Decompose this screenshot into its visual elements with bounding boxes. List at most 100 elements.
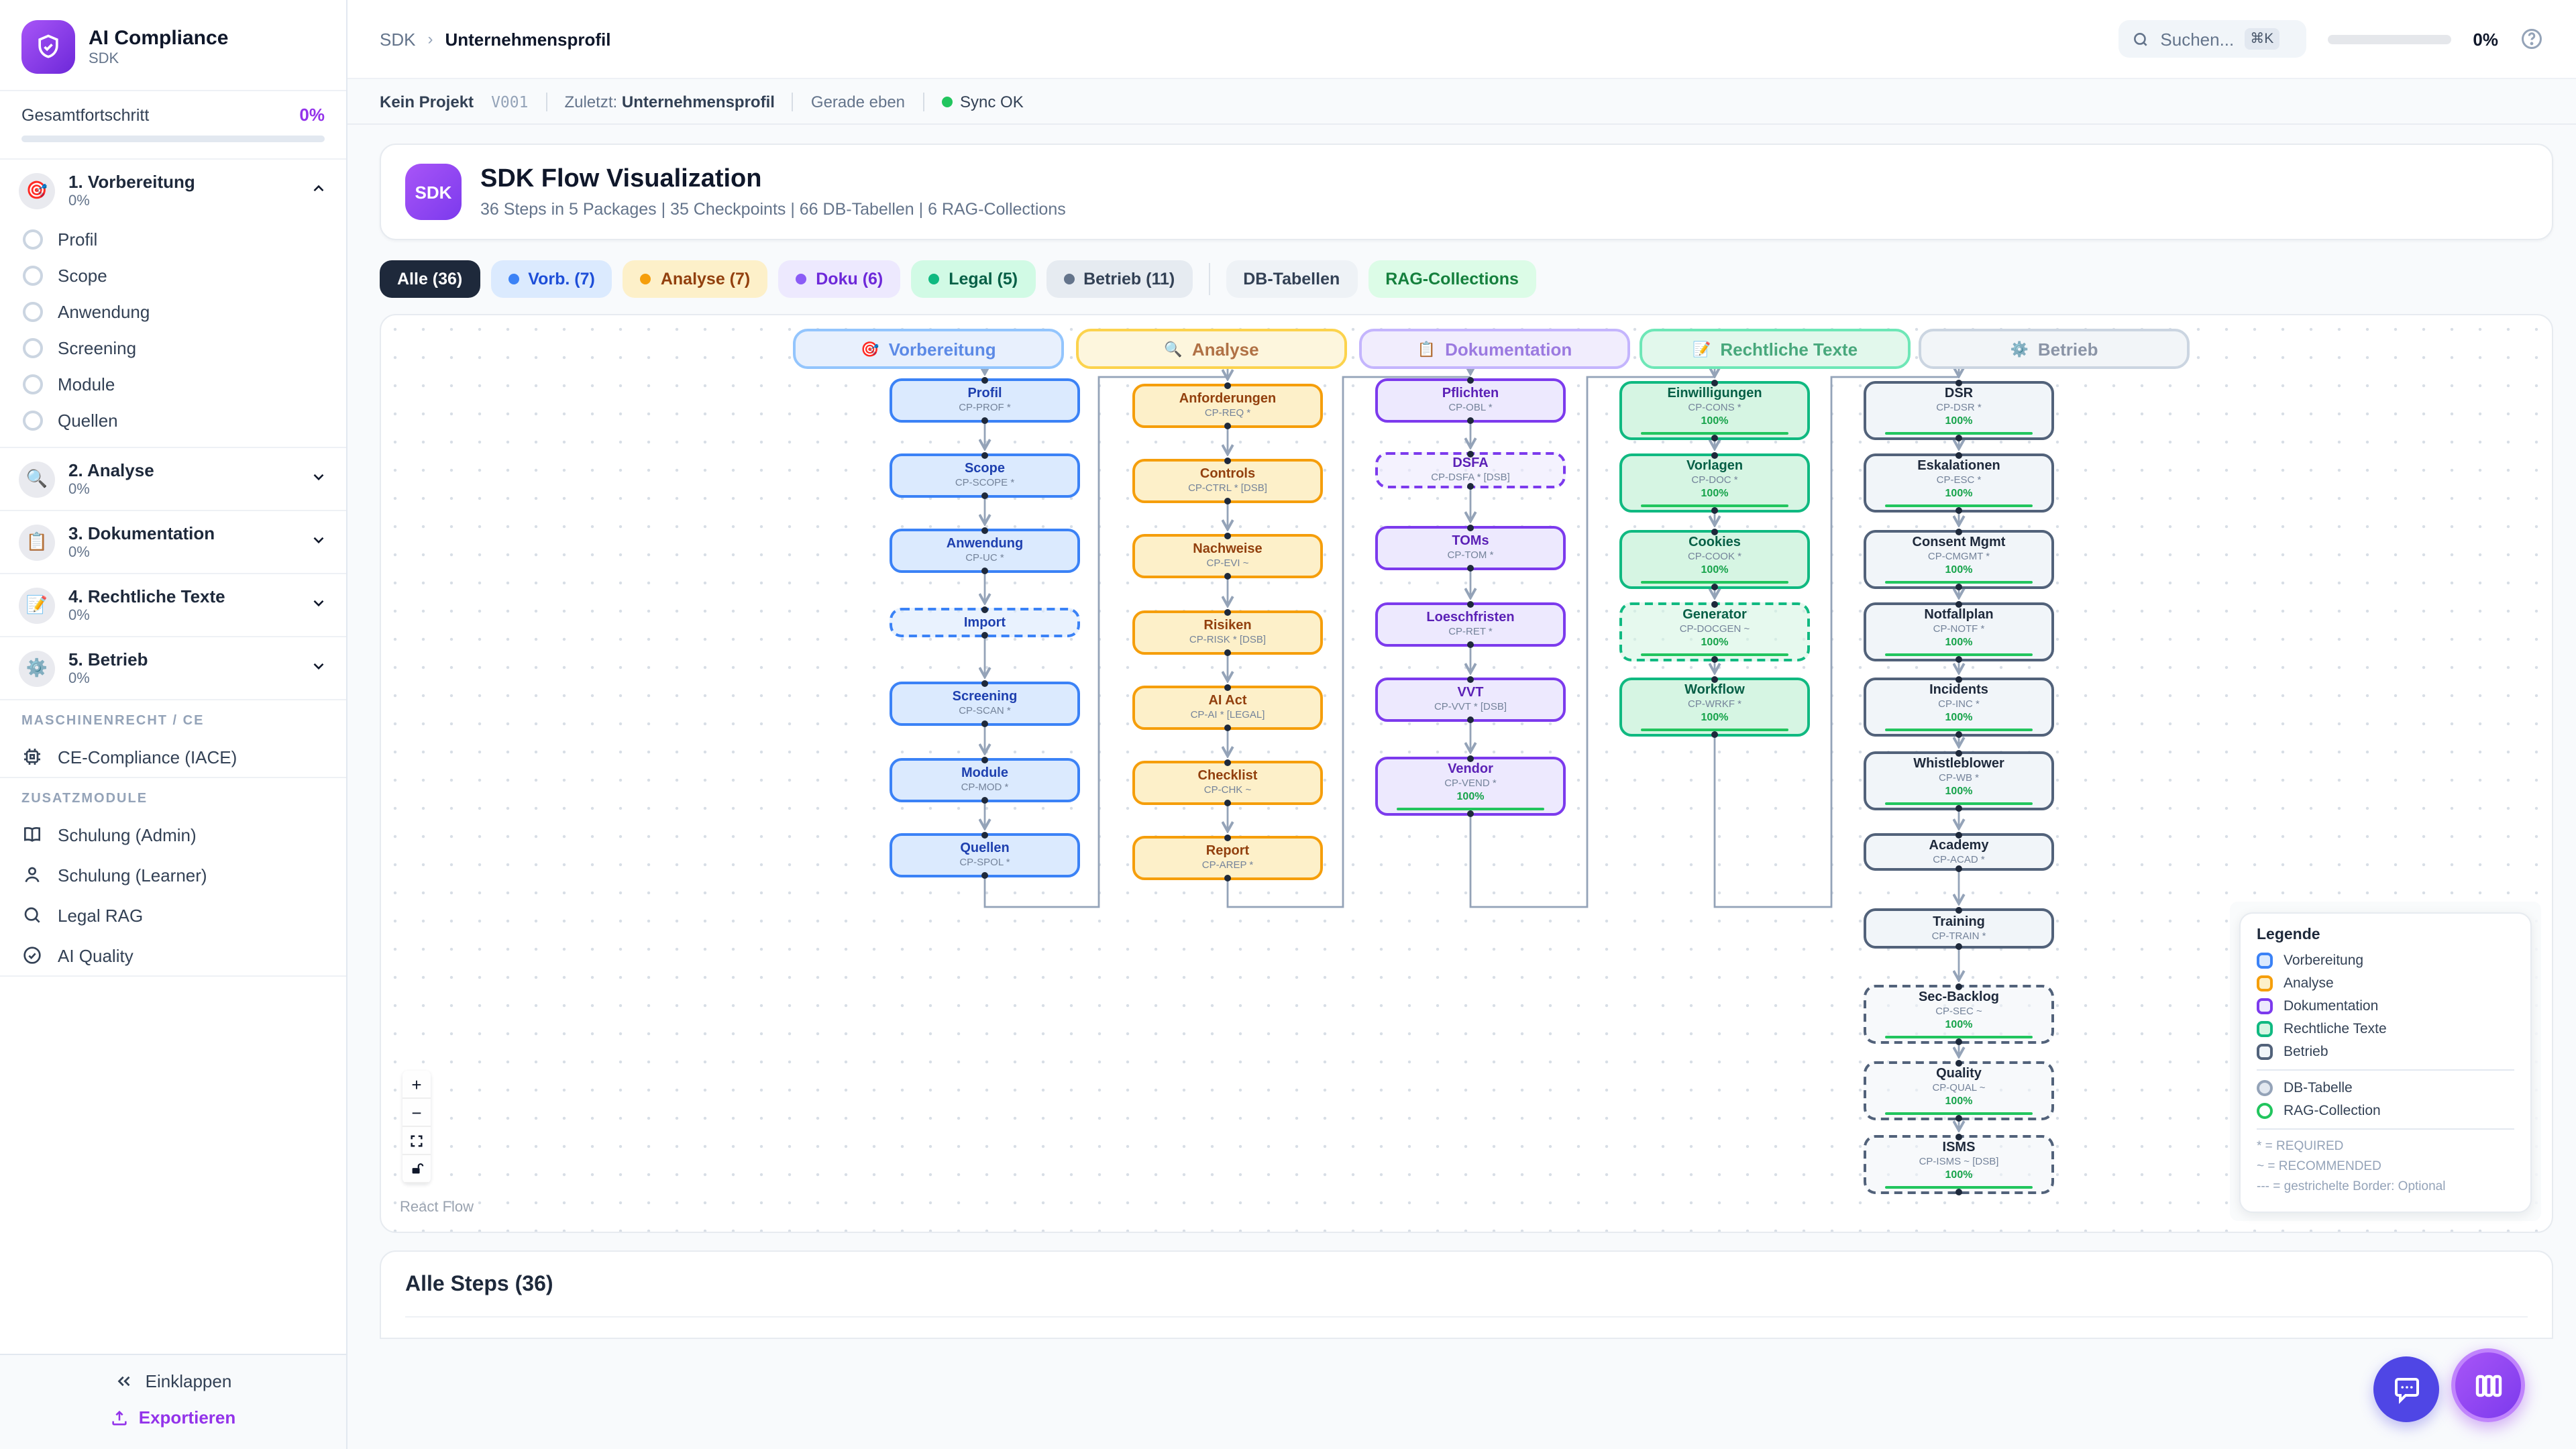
last-saved-time: Gerade eben [810,92,906,111]
sidebar-item-profil[interactable]: Profil [0,221,346,258]
package-header-rechtliche-texte[interactable]: 📝Rechtliche Texte [1640,329,1911,369]
group-header: ZUSATZMODULE [21,792,148,806]
section-emoji-icon: 📝 [19,587,55,623]
package-header-dokumentation[interactable]: 📋Dokumentation [1359,329,1630,369]
sdk-badge: SDK [405,164,462,220]
flow-node-title: Consent Mgmt [1912,535,2006,550]
filter-pill-slate[interactable]: Betrieb (11) [1046,260,1193,298]
flow-node-progress-value: 100% [1945,415,1973,427]
user-icon [21,864,43,885]
chevron-down-icon [310,531,327,553]
menu-item[interactable]: Schulung (Learner) [0,855,346,895]
help-icon[interactable] [2520,27,2544,51]
filter-pill-green[interactable]: Legal (5) [911,260,1036,298]
filter-pill-yellow[interactable]: Analyse (7) [623,260,768,298]
divider [0,447,346,448]
breadcrumb-separator-icon: › [427,30,433,48]
flow-node-code: CP-PROF * [959,401,1011,414]
filter-pill-rag-collections[interactable]: RAG-Collections [1368,260,1536,298]
export-button[interactable]: Exportieren [111,1407,235,1428]
header-progress-bar [2328,34,2452,44]
package-header-vorbereitung[interactable]: 🎯Vorbereitung [793,329,1064,369]
flow-node-import[interactable]: Import [890,608,1080,637]
filter-pills: Alle (36) Vorb. (7) Analyse (7) Doku (6) Leg… [380,260,2553,298]
sidebar-item-quellen[interactable]: Quellen [0,402,346,439]
search-input[interactable]: Suchen... ⌘K [2118,20,2307,58]
legend-label: Betrieb [2284,1044,2328,1061]
menu-item[interactable]: AI Quality [0,935,346,975]
menu-item[interactable]: Legal RAG [0,895,346,935]
chat-fab-button[interactable] [2373,1356,2439,1422]
flow-node-title: Cookies [1688,535,1741,550]
breadcrumb-root[interactable]: SDK [380,29,416,49]
sidebar-item-anwendung[interactable]: Anwendung [0,294,346,330]
flow-overview-card: SDK SDK Flow Visualization 36 Steps in 5… [380,144,2553,240]
package-header-analyse[interactable]: 🔍Analyse [1076,329,1347,369]
app-title: AI Compliance [89,27,229,50]
filter-pill-purple[interactable]: Doku (6) [778,260,901,298]
chat-bubble-icon [2394,1377,2418,1403]
columns-fab-button[interactable] [2451,1348,2525,1422]
fit-view-button[interactable] [402,1127,431,1155]
menu-item[interactable]: Schulung (Admin) [0,814,346,855]
legend-label: Analyse [2284,975,2334,992]
zoom-out-button[interactable]: − [402,1099,431,1127]
lock-button[interactable] [402,1155,431,1183]
zoom-in-button[interactable]: + [402,1071,431,1099]
sidebar-item-screening[interactable]: Screening [0,330,346,366]
flow-node-code: CP-AREP * [1201,859,1254,871]
menu-item[interactable]: CE-Compliance (IACE) [0,737,346,777]
flow-node-progress-bar [1885,432,2033,435]
package-header-betrieb[interactable]: ⚙️Betrieb [1919,329,2190,369]
collapse-sidebar-button[interactable]: Einklappen [115,1371,231,1391]
flow-node-code: CP-COOK * [1687,550,1741,562]
sidebar-item-module[interactable]: Module [0,366,346,402]
sidebar-item-scope[interactable]: Scope [0,258,346,294]
sidebar-item-label: Screening [58,338,137,358]
filter-pill-all[interactable]: Alle (36) [380,260,480,298]
filter-pill-blue[interactable]: Vorb. (7) [490,260,612,298]
filter-pill-db-tabellen[interactable]: DB-Tabellen [1226,260,1358,298]
